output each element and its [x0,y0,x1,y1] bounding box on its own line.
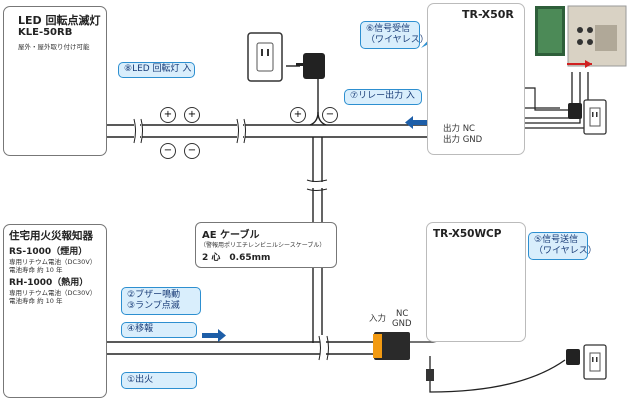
receiver-panel [427,3,525,155]
led-lamp-note: 屋外・屋外取り付け可能 [18,43,90,51]
cable-title: AE ケーブル [202,230,260,241]
rh-model: RH-1000（熱用） [9,278,89,288]
step-5-line1: ⑤信号送信 [534,235,579,245]
rh-battery: 専用リチウム電池（DC30V） [9,289,97,297]
ac-adapter-icon [296,53,325,79]
step-3-line: ③ランプ点滅 [127,301,180,311]
cable-subtitle: （警報用ポリエチレンビニルシースケーブル） [200,242,326,249]
step-7-tag: ⑦リレー出力 入 [344,89,422,105]
step-8-tag: ⑧LED 回転灯 入 [118,62,195,78]
transmitter-model: TR-X50WCP [433,228,502,240]
cord-connector [426,369,434,381]
step-4-tag: ④移報 [121,322,197,338]
top-wire-pair [100,124,430,138]
led-lamp-model: KLE-50RB [18,27,73,38]
step-2-3-tag: ②ブザー鳴動 ③ランプ点滅 [121,287,201,315]
transmitter-in-label: 入力 [369,314,387,324]
bottom-wire-pair [100,341,373,355]
receiver-model: TR-X50R [462,8,514,21]
step-2-line: ②ブザー鳴動 [127,290,181,300]
wire-break-marks [133,118,246,144]
smoke-alarm-title: 住宅用火災報知器 [9,230,93,242]
rs-life: 電池寿命 約 10 年 [9,266,63,274]
receiver-out-gnd: 出力 GND [443,135,483,145]
plus-icon: + [160,107,176,123]
arrow-right-icon [202,116,433,342]
minus-icon: − [160,143,176,159]
power-outlet-icon [247,32,283,82]
step-6-line2: （ワイヤレス） [366,35,429,45]
minus-icon: − [184,143,200,159]
step-1-tag: ①出火 [121,372,197,389]
plus-icon: + [184,107,200,123]
transmitter-power-cord [429,356,566,393]
rs-model: RS-1000（煙用） [9,247,88,257]
transmitter-nc: NC [396,309,409,319]
step-5-line2: （ワイヤレス） [534,246,597,256]
step-6-tag: ⑥信号受信 （ワイヤレス） [360,21,429,49]
junction-box [373,332,410,360]
smoke-alarm-panel [3,224,107,398]
transmitter-outlet-icon [566,344,607,380]
cable-spec: 2 心 0.65mm [202,253,271,263]
transmitter-panel [426,222,526,342]
plus-icon: + [290,107,306,123]
rh-life: 電池寿命 約 10 年 [9,297,63,305]
led-lamp-panel [3,6,107,156]
step-6-line1: ⑥信号受信 [366,24,411,34]
rs-battery: 専用リチウム電池（DC30V） [9,258,97,266]
receiver-out-nc: 出力 NC [443,124,475,134]
led-lamp-title: LED 回転点滅灯 [18,14,101,27]
cable-info-box [195,222,337,268]
minus-icon: − [322,107,338,123]
tv-image [535,5,627,68]
step-5-tag: ⑤信号送信 （ワイヤレス） [528,232,597,260]
receiver-outlet-icon [568,99,607,135]
transmitter-gnd: GND [392,319,412,329]
